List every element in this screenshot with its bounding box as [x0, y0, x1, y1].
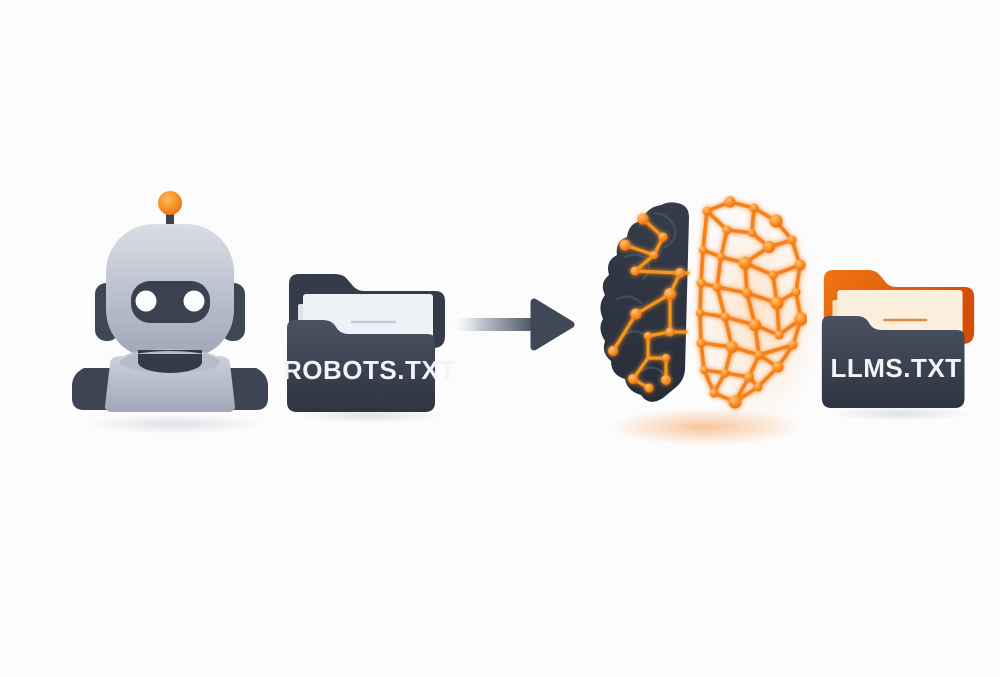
robot-eye-left	[135, 290, 157, 312]
folder-front	[821, 316, 965, 408]
robot-shadow	[85, 414, 265, 434]
robot-icon	[70, 186, 270, 426]
source-folder-label: ROBOTS.TXT	[283, 355, 456, 385]
ai-brain-icon	[597, 195, 807, 425]
robot-shoulder-left	[72, 368, 112, 410]
brain-glow-shadow	[608, 408, 803, 446]
brain-right-half	[696, 196, 807, 409]
arrow-right-icon	[452, 292, 578, 356]
source-folder-icon	[283, 266, 449, 416]
robot-eye-right	[183, 290, 205, 312]
target-folder-label: LLMS.TXT	[830, 353, 962, 383]
robot-shoulder-right	[228, 368, 268, 410]
folder-front	[287, 320, 435, 412]
brain-left-half	[600, 202, 690, 402]
target-folder-shadow	[828, 406, 973, 421]
target-folder-icon	[818, 262, 978, 412]
robot-visor	[131, 281, 210, 323]
brain-circuit-traces	[608, 213, 690, 393]
